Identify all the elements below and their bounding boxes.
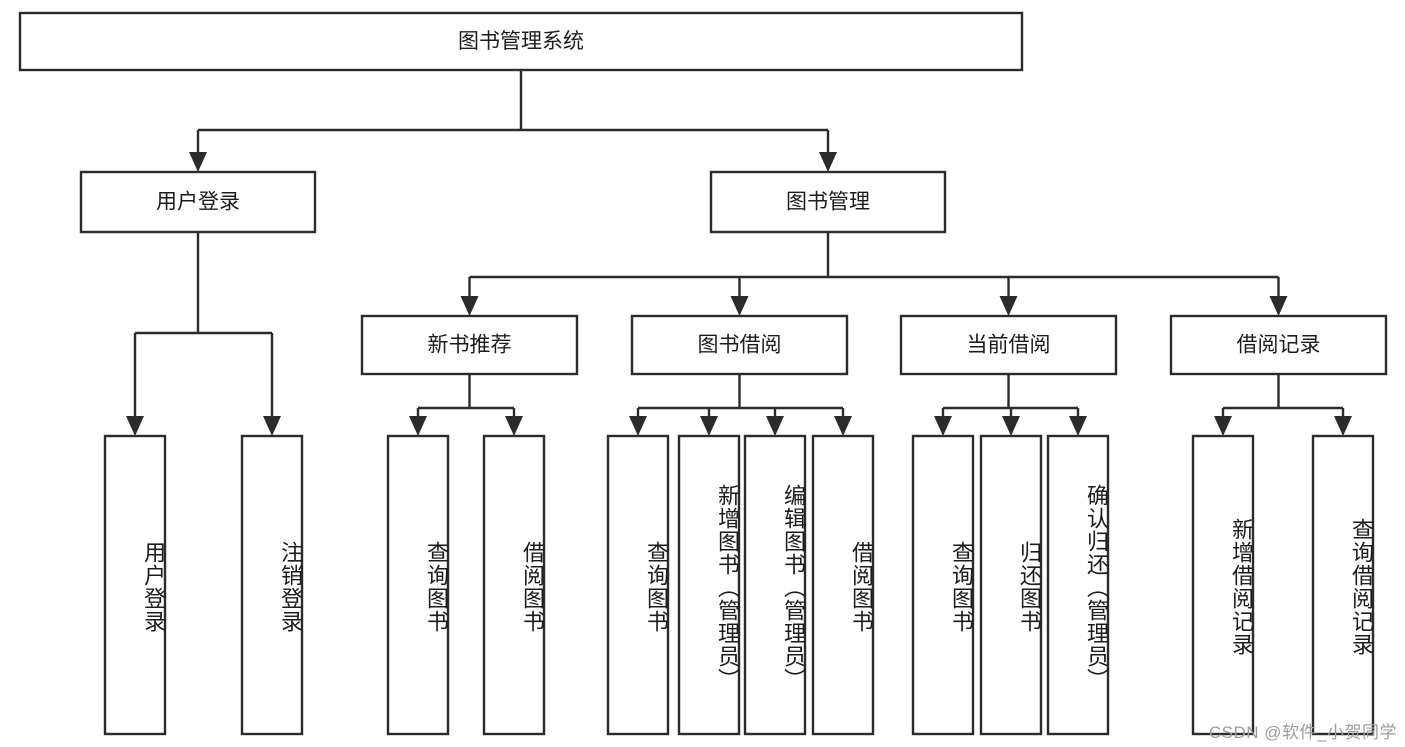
node-label-user-login: 用户登录: [156, 191, 240, 214]
node-box-user-logout-leaf[interactable]: [240, 434, 304, 736]
node-box-current-confirm-return[interactable]: [1046, 434, 1110, 736]
level3-0-to-leaves-arrow-0: [409, 416, 427, 436]
level3-2-to-leaves-arrow-0: [934, 416, 952, 436]
node-box-current-borrow[interactable]: [899, 314, 1118, 376]
node-box-record-add[interactable]: [1191, 434, 1255, 736]
root-to-level2-arrow-0: [189, 152, 207, 172]
node-box-borrow-records[interactable]: [1169, 314, 1388, 376]
level3-3-to-leaves-arrow-0: [1214, 416, 1232, 436]
node-label-root: 图书管理系统: [458, 30, 584, 53]
node-box-recommend-borrow-book[interactable]: [482, 434, 546, 736]
node-box-borrow-borrow-book[interactable]: [811, 434, 875, 736]
node-box-new-book-recommend[interactable]: [360, 314, 579, 376]
node-box-user-login[interactable]: [79, 170, 317, 234]
book-mgmt-to-level3-arrow-3: [1269, 296, 1288, 316]
node-box-borrow-edit-book[interactable]: [743, 434, 807, 736]
node-box-current-query-book[interactable]: [911, 434, 975, 736]
book-mgmt-to-level3-arrow-2: [999, 296, 1018, 316]
level3-1-to-leaves-arrow-2: [766, 416, 784, 436]
level3-1-to-leaves-arrow-3: [834, 416, 852, 436]
watermark-text: CSDN @软件_小贺同学: [1208, 723, 1397, 742]
node-box-book-management[interactable]: [709, 170, 947, 234]
node-label-book-borrow: 图书借阅: [698, 334, 782, 357]
level3-0-to-leaves-arrow-1: [505, 416, 523, 436]
node-box-layer: [18, 11, 1388, 736]
level3-2-to-leaves-arrow-1: [1002, 416, 1020, 436]
user-login-to-leaves-arrow-1: [263, 416, 281, 436]
node-label-book-management: 图书管理: [786, 191, 870, 214]
node-label-new-book-recommend: 新书推荐: [428, 334, 512, 357]
root-to-level2-arrow-1: [819, 152, 837, 172]
level3-1-to-leaves-arrow-1: [700, 416, 718, 436]
node-label-current-borrow: 当前借阅: [967, 334, 1051, 357]
book-mgmt-to-level3-arrow-1: [730, 296, 749, 316]
node-box-record-query[interactable]: [1311, 434, 1375, 736]
level3-1-to-leaves-arrow-0: [629, 416, 647, 436]
book-mgmt-to-level3-arrow-0: [460, 296, 479, 316]
node-box-recommend-query-book[interactable]: [386, 434, 450, 736]
level3-3-to-leaves-arrow-1: [1334, 416, 1352, 436]
node-box-borrow-add-book[interactable]: [677, 434, 741, 736]
level3-2-to-leaves-arrow-2: [1069, 416, 1087, 436]
node-box-borrow-query-book[interactable]: [606, 434, 670, 736]
node-box-user-login-leaf[interactable]: [103, 434, 167, 736]
node-box-current-return-book[interactable]: [979, 434, 1043, 736]
connector-layer: [126, 70, 1352, 436]
node-label-borrow-records: 借阅记录: [1237, 334, 1321, 357]
user-login-to-leaves-arrow-0: [126, 416, 144, 436]
node-box-book-borrow[interactable]: [630, 314, 849, 376]
node-box-root[interactable]: [18, 11, 1024, 72]
